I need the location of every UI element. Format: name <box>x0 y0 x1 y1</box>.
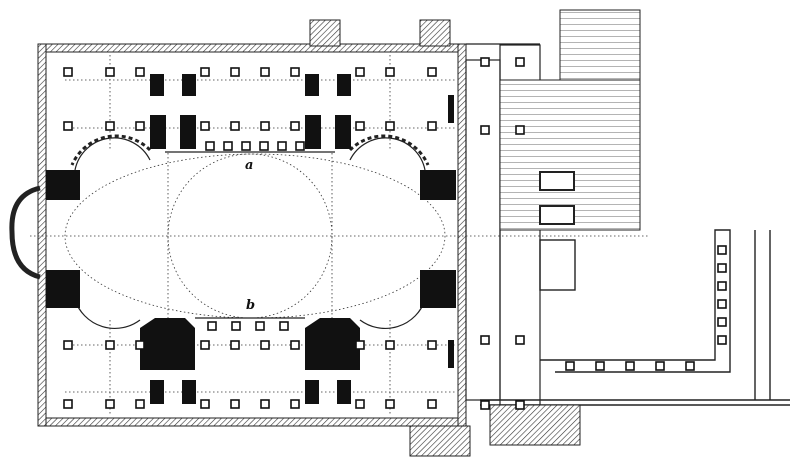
column <box>230 399 240 409</box>
column <box>105 67 115 77</box>
column <box>200 121 210 131</box>
column <box>290 121 300 131</box>
column <box>480 335 490 345</box>
column <box>355 340 365 350</box>
column <box>105 121 115 131</box>
column <box>295 141 305 151</box>
column <box>200 399 210 409</box>
column <box>200 67 210 77</box>
column <box>427 67 437 77</box>
column <box>230 67 240 77</box>
column <box>231 321 241 331</box>
column <box>241 141 251 151</box>
column <box>480 400 490 410</box>
column <box>717 299 727 309</box>
column <box>385 399 395 409</box>
column <box>355 121 365 131</box>
apse <box>9 185 41 280</box>
piers <box>46 74 456 404</box>
column <box>230 121 240 131</box>
column <box>655 361 665 371</box>
label-b: b <box>246 298 255 313</box>
column <box>480 57 490 67</box>
column <box>63 340 73 350</box>
outer-walls <box>37 19 471 457</box>
column <box>717 335 727 345</box>
column <box>595 361 605 371</box>
column <box>135 121 145 131</box>
columns <box>63 57 727 410</box>
column <box>427 399 437 409</box>
column <box>515 335 525 345</box>
column <box>427 340 437 350</box>
column <box>717 245 727 255</box>
column <box>685 361 695 371</box>
column <box>717 281 727 291</box>
column <box>135 340 145 350</box>
column <box>200 340 210 350</box>
column <box>385 67 395 77</box>
column <box>515 57 525 67</box>
column <box>355 67 365 77</box>
column <box>277 141 287 151</box>
column <box>259 141 269 151</box>
column <box>105 340 115 350</box>
column <box>105 399 115 409</box>
column <box>279 321 289 331</box>
label-a: a <box>245 158 253 173</box>
stair-ramp-upper <box>559 9 641 81</box>
column <box>290 67 300 77</box>
column <box>480 125 490 135</box>
column <box>515 400 525 410</box>
column <box>290 340 300 350</box>
column <box>63 67 73 77</box>
column <box>355 399 365 409</box>
column <box>205 141 215 151</box>
column <box>427 121 437 131</box>
column <box>565 361 575 371</box>
column <box>717 263 727 273</box>
column <box>135 67 145 77</box>
column <box>515 125 525 135</box>
column <box>135 399 145 409</box>
column <box>223 141 233 151</box>
nave-ellipse <box>64 153 446 319</box>
column <box>260 121 270 131</box>
column <box>385 340 395 350</box>
column <box>260 399 270 409</box>
column <box>717 317 727 327</box>
column <box>63 121 73 131</box>
column <box>63 399 73 409</box>
column <box>290 399 300 409</box>
column <box>385 121 395 131</box>
courtyard-walls <box>480 229 790 406</box>
column <box>260 340 270 350</box>
nave-outline <box>74 137 426 330</box>
column <box>260 67 270 77</box>
column <box>255 321 265 331</box>
column <box>230 340 240 350</box>
column <box>207 321 217 331</box>
column <box>625 361 635 371</box>
